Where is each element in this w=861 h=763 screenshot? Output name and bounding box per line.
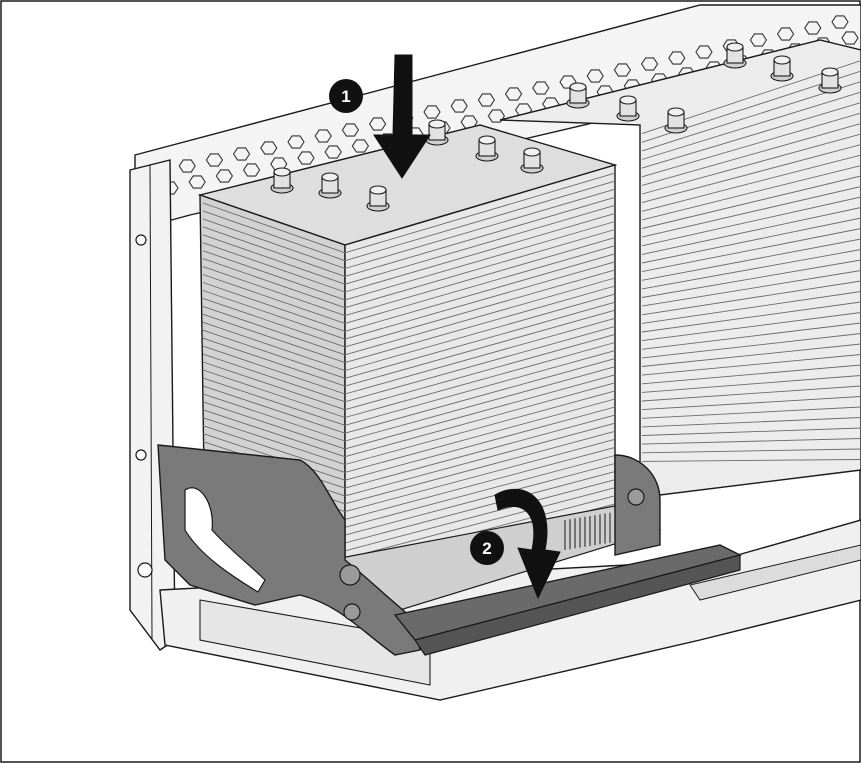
curved-arrow-icon xyxy=(494,488,561,600)
callout-badge xyxy=(470,531,504,565)
lever-cutout xyxy=(184,487,266,593)
screw-hole xyxy=(135,449,147,461)
callout-1: 1 xyxy=(329,79,363,113)
mounting-studs xyxy=(270,119,544,212)
lever-pivot xyxy=(339,564,361,586)
callout-2-label: 2 xyxy=(482,539,491,558)
screw-hole xyxy=(135,234,147,246)
callout-1-label: 1 xyxy=(341,87,350,106)
mounting-studs xyxy=(566,42,842,134)
second-heatsink xyxy=(499,39,861,496)
chassis-side-rail xyxy=(129,159,176,651)
retention-lever xyxy=(157,444,742,656)
down-arrow-icon xyxy=(373,54,431,179)
lever-pivot xyxy=(343,603,361,621)
screw-hole xyxy=(137,562,153,578)
callout-2: 2 xyxy=(470,531,504,565)
lever-arm-left xyxy=(157,444,421,656)
callout-badge xyxy=(329,79,363,113)
lever-pivot xyxy=(627,488,645,506)
